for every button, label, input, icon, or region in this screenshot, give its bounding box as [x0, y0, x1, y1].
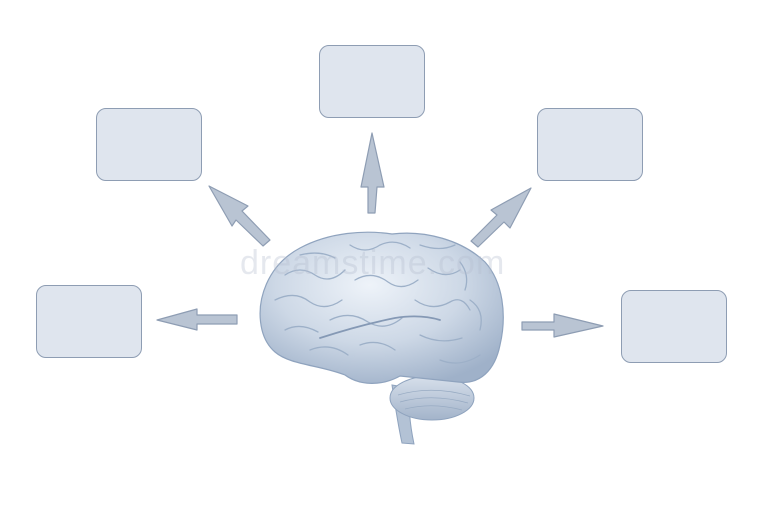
brain-icon — [259, 231, 504, 445]
arrow-upper-right — [470, 187, 532, 248]
box-right — [621, 290, 727, 363]
arrow-left — [156, 308, 238, 331]
box-top — [319, 45, 425, 118]
watermark-text: dreamstime.com — [240, 244, 506, 282]
box-upper-right — [537, 108, 643, 181]
arrow-upper-left — [208, 185, 271, 247]
arrow-right — [521, 313, 604, 338]
box-left — [36, 285, 142, 358]
box-upper-left — [96, 108, 202, 181]
arrow-top — [360, 132, 385, 214]
